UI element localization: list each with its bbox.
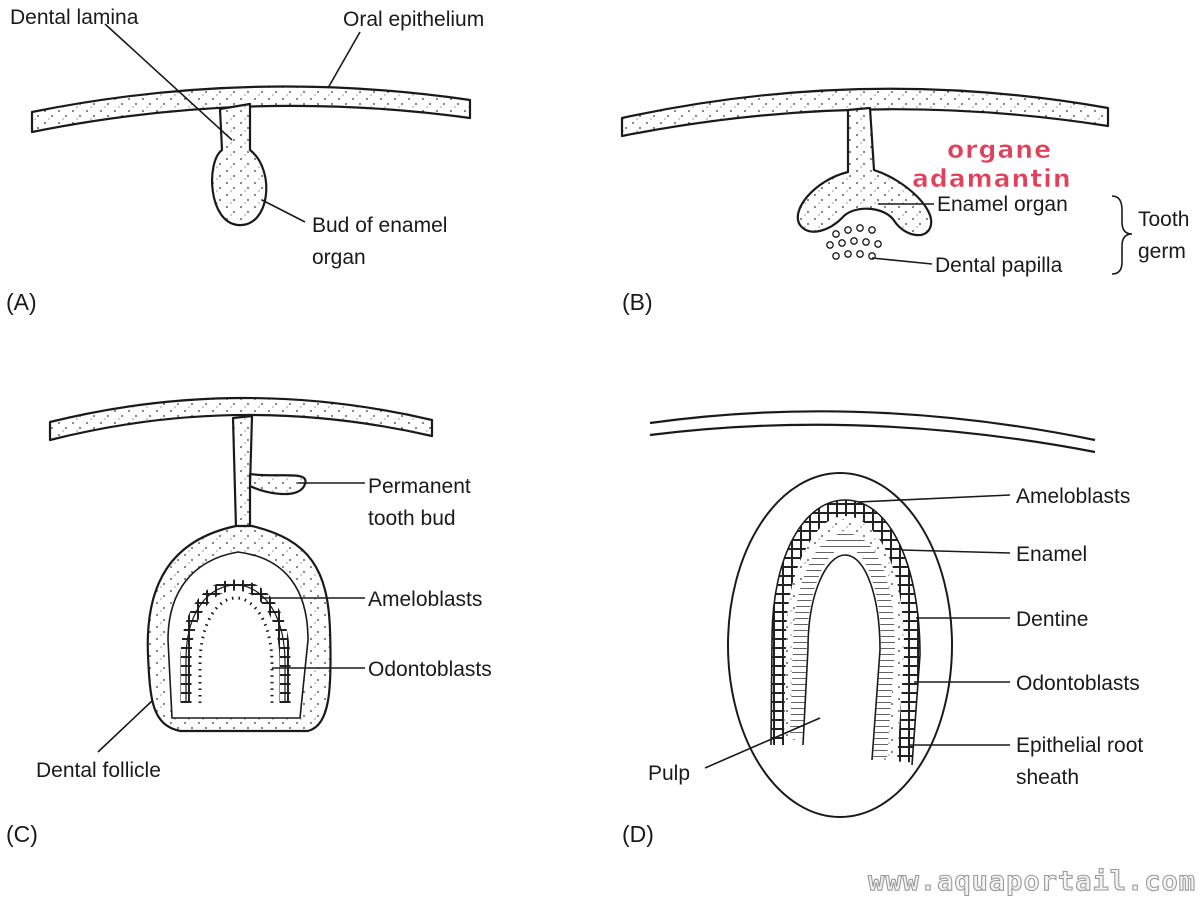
panel-b-tag: (B) bbox=[622, 289, 653, 315]
dental-lamina-c bbox=[231, 414, 307, 530]
pulp-label: Pulp bbox=[648, 762, 690, 785]
oral-epithelium-d bbox=[649, 410, 1096, 442]
permanent-bud-label-line1: Permanent bbox=[368, 475, 471, 498]
pulp-leader-d bbox=[704, 717, 821, 769]
permanent-bud-label-line2: tooth bud bbox=[368, 507, 456, 530]
root-sheath-label-line1: Epithelial root bbox=[1016, 734, 1143, 757]
oral-epithelium-c bbox=[48, 396, 434, 442]
ameloblast-outline-c bbox=[185, 584, 286, 703]
dental-follicle-d bbox=[727, 472, 953, 818]
tooth-germ-label-line2: germ bbox=[1138, 240, 1186, 263]
bud-label-line2: organ bbox=[312, 246, 366, 269]
dental-lamina-leader bbox=[104, 23, 233, 141]
oral-epithelium-label: Oral epithelium bbox=[343, 8, 484, 31]
enamel-organ-bud bbox=[211, 102, 268, 227]
dentine-layer-d bbox=[790, 532, 896, 759]
root-sheath-label-line2: sheath bbox=[1016, 766, 1079, 789]
odontoblasts-label-c: Odontoblasts bbox=[368, 658, 492, 681]
panel-d: Ameloblasts Enamel Dentine Odontoblasts … bbox=[622, 410, 1143, 847]
organe-adamantin-annotation-line2: adamantin bbox=[912, 164, 1072, 193]
oral-epithelium-d-lower bbox=[649, 423, 1096, 454]
organe-adamantin-annotation-line1: organe bbox=[947, 135, 1052, 164]
panel-b: Enamel organ Dental papilla Tooth germ o… bbox=[620, 87, 1189, 315]
ameloblasts-label-c: Ameloblasts bbox=[368, 588, 482, 611]
bud-label-line1: Bud of enamel bbox=[312, 214, 447, 237]
oral-epithelium-leader bbox=[327, 31, 361, 89]
enamel-organ-label: Enamel organ bbox=[937, 193, 1068, 216]
panel-a: Dental lamina Oral epithelium Bud of ena… bbox=[6, 6, 484, 315]
panel-c: Permanent tooth bud Ameloblasts Odontobl… bbox=[6, 396, 492, 847]
dental-papilla-label: Dental papilla bbox=[935, 254, 1063, 277]
tooth-germ-brace bbox=[1111, 195, 1133, 275]
dentine-label-d: Dentine bbox=[1016, 608, 1088, 631]
dental-papilla-cells bbox=[826, 224, 882, 260]
tooth-outer-outline-d bbox=[770, 499, 921, 766]
ameloblasts-label-d: Ameloblasts bbox=[1016, 485, 1130, 508]
panel-c-tag: (C) bbox=[6, 821, 38, 847]
dental-papilla-leader bbox=[871, 257, 933, 265]
odontoblasts-label-d: Odontoblasts bbox=[1016, 672, 1140, 695]
pulp-outline-d bbox=[802, 554, 881, 761]
enamel-layer-d bbox=[784, 518, 905, 761]
panel-d-tag: (D) bbox=[622, 821, 654, 847]
dental-follicle-leader bbox=[97, 699, 154, 753]
oral-epithelium-b bbox=[620, 87, 1110, 138]
panel-a-tag: (A) bbox=[6, 289, 37, 315]
dental-lamina-label: Dental lamina bbox=[10, 6, 139, 29]
dental-follicle-label: Dental follicle bbox=[36, 759, 161, 782]
enamel-label-d: Enamel bbox=[1016, 543, 1087, 566]
ameloblast-layer-d bbox=[771, 499, 921, 763]
tooth-germ-label-line1: Tooth bbox=[1138, 208, 1189, 231]
ameloblasts-leader-d bbox=[857, 494, 1011, 503]
bud-leader bbox=[261, 199, 306, 223]
watermark-text: www.aquaportail.com bbox=[868, 866, 1196, 897]
enamel-leader-d bbox=[901, 549, 1011, 554]
